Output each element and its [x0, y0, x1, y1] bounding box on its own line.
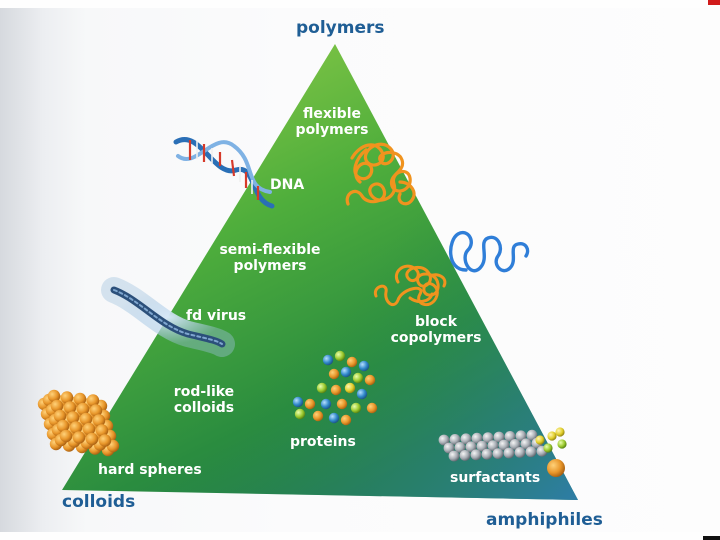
- protein-bead: [346, 356, 358, 368]
- protein-bead: [320, 398, 332, 410]
- protein-bead: [312, 410, 324, 422]
- surfactant-head: [555, 427, 565, 437]
- hard-sphere: [76, 402, 90, 416]
- hard-sphere: [50, 399, 64, 413]
- hard-sphere: [95, 424, 109, 437]
- surfactant-bead: [449, 434, 461, 445]
- label-block-copolymers: block copolymers: [390, 314, 482, 346]
- bottom-margin: [0, 532, 720, 540]
- hard-sphere: [92, 414, 106, 427]
- hard-sphere: [66, 411, 80, 424]
- protein-bead: [292, 396, 304, 408]
- label-flexible-polymers: flexible polymers: [295, 106, 369, 138]
- label-fd-virus: fd virus: [186, 308, 247, 324]
- hard-sphere: [60, 391, 74, 404]
- black-corner-mark: [703, 536, 720, 540]
- fd-virus-icon: [101, 277, 235, 357]
- protein-bead: [328, 368, 340, 380]
- protein-bead: [358, 360, 370, 372]
- surfactant-micelle: [547, 459, 565, 477]
- label-semi-flexible-polymers: semi-flexible polymers: [219, 242, 321, 274]
- red-corner-mark: [708, 0, 720, 5]
- hard-sphere: [85, 432, 99, 446]
- dna-helix-icon: [173, 137, 275, 209]
- hard-sphere: [86, 394, 100, 407]
- protein-bead: [340, 366, 352, 378]
- hard-sphere: [72, 431, 86, 444]
- surfactant-bead: [525, 446, 537, 458]
- surfactant-bead: [470, 449, 482, 461]
- surfactant-bead: [520, 438, 532, 450]
- surfactant-bead: [514, 447, 526, 458]
- surfactant-head: [543, 443, 553, 453]
- protein-bead: [334, 350, 346, 362]
- surfactant-bead: [509, 439, 521, 450]
- label-rod-like-colloids: rod-like colloids: [173, 384, 235, 416]
- protein-bead: [330, 384, 342, 396]
- hard-spheres-icon: [37, 389, 120, 457]
- hard-sphere: [82, 422, 96, 436]
- top-margin: [0, 0, 720, 8]
- surfactant-icon: [438, 427, 567, 477]
- hard-sphere: [73, 392, 87, 406]
- surfactant-bead: [471, 432, 483, 444]
- label-proteins: proteins: [290, 434, 356, 450]
- polymer-coil-icon: [345, 142, 416, 206]
- surfactant-bead: [454, 442, 466, 453]
- label-dna: DNA: [270, 177, 305, 193]
- surfactant-bead: [460, 433, 472, 445]
- hard-sphere: [59, 429, 73, 443]
- protein-bead: [350, 402, 362, 414]
- protein-bead: [364, 374, 376, 386]
- hard-sphere: [53, 409, 67, 423]
- protein-bead: [322, 354, 334, 366]
- surfactant-bead: [438, 434, 450, 446]
- surfactant-bead: [492, 448, 504, 459]
- hard-sphere: [56, 419, 70, 433]
- protein-bead: [366, 402, 378, 414]
- protein-bead: [304, 398, 316, 410]
- protein-cluster-icon: [292, 350, 378, 426]
- surfactant-bead: [504, 431, 516, 442]
- surfactant-bead: [465, 441, 477, 453]
- protein-bead: [352, 372, 364, 384]
- hard-sphere: [89, 404, 103, 417]
- surfactant-bead: [482, 432, 494, 443]
- label-surfactants: surfactants: [450, 470, 541, 486]
- surfactant-bead: [476, 440, 488, 452]
- protein-bead: [340, 414, 352, 426]
- surfactant-bead: [481, 448, 493, 460]
- protein-bead: [356, 388, 368, 400]
- hard-sphere: [47, 389, 61, 403]
- surfactant-bead: [498, 439, 510, 451]
- surfactant-bead: [459, 450, 471, 461]
- surfactant-head: [547, 431, 557, 441]
- hard-sphere: [98, 434, 112, 447]
- vertex-label-polymers: polymers: [296, 18, 385, 38]
- surfactant-head: [557, 439, 567, 449]
- surfactant-bead: [493, 431, 505, 443]
- hard-sphere: [79, 412, 93, 426]
- surfactant-bead: [515, 430, 527, 442]
- surfactant-bead: [487, 440, 499, 451]
- hard-sphere: [63, 401, 77, 414]
- hard-sphere: [69, 421, 83, 434]
- protein-bead: [316, 382, 328, 394]
- vertex-label-amphiphiles: amphiphiles: [486, 510, 603, 530]
- label-hard-spheres: hard spheres: [98, 462, 202, 478]
- blue-chain-icon: [449, 230, 530, 273]
- protein-bead: [294, 408, 306, 420]
- surfactant-head: [535, 435, 545, 445]
- protein-bead: [336, 398, 348, 410]
- vertex-label-colloids: colloids: [62, 492, 136, 512]
- surfactant-bead: [503, 447, 515, 459]
- protein-bead: [344, 382, 356, 394]
- block-copolymer-icon: [373, 264, 447, 307]
- triangle-shading: [62, 44, 578, 500]
- surfactant-bead: [443, 442, 455, 454]
- surfactant-bead: [526, 429, 538, 441]
- protein-bead: [328, 412, 340, 424]
- surfactant-bead: [448, 450, 460, 462]
